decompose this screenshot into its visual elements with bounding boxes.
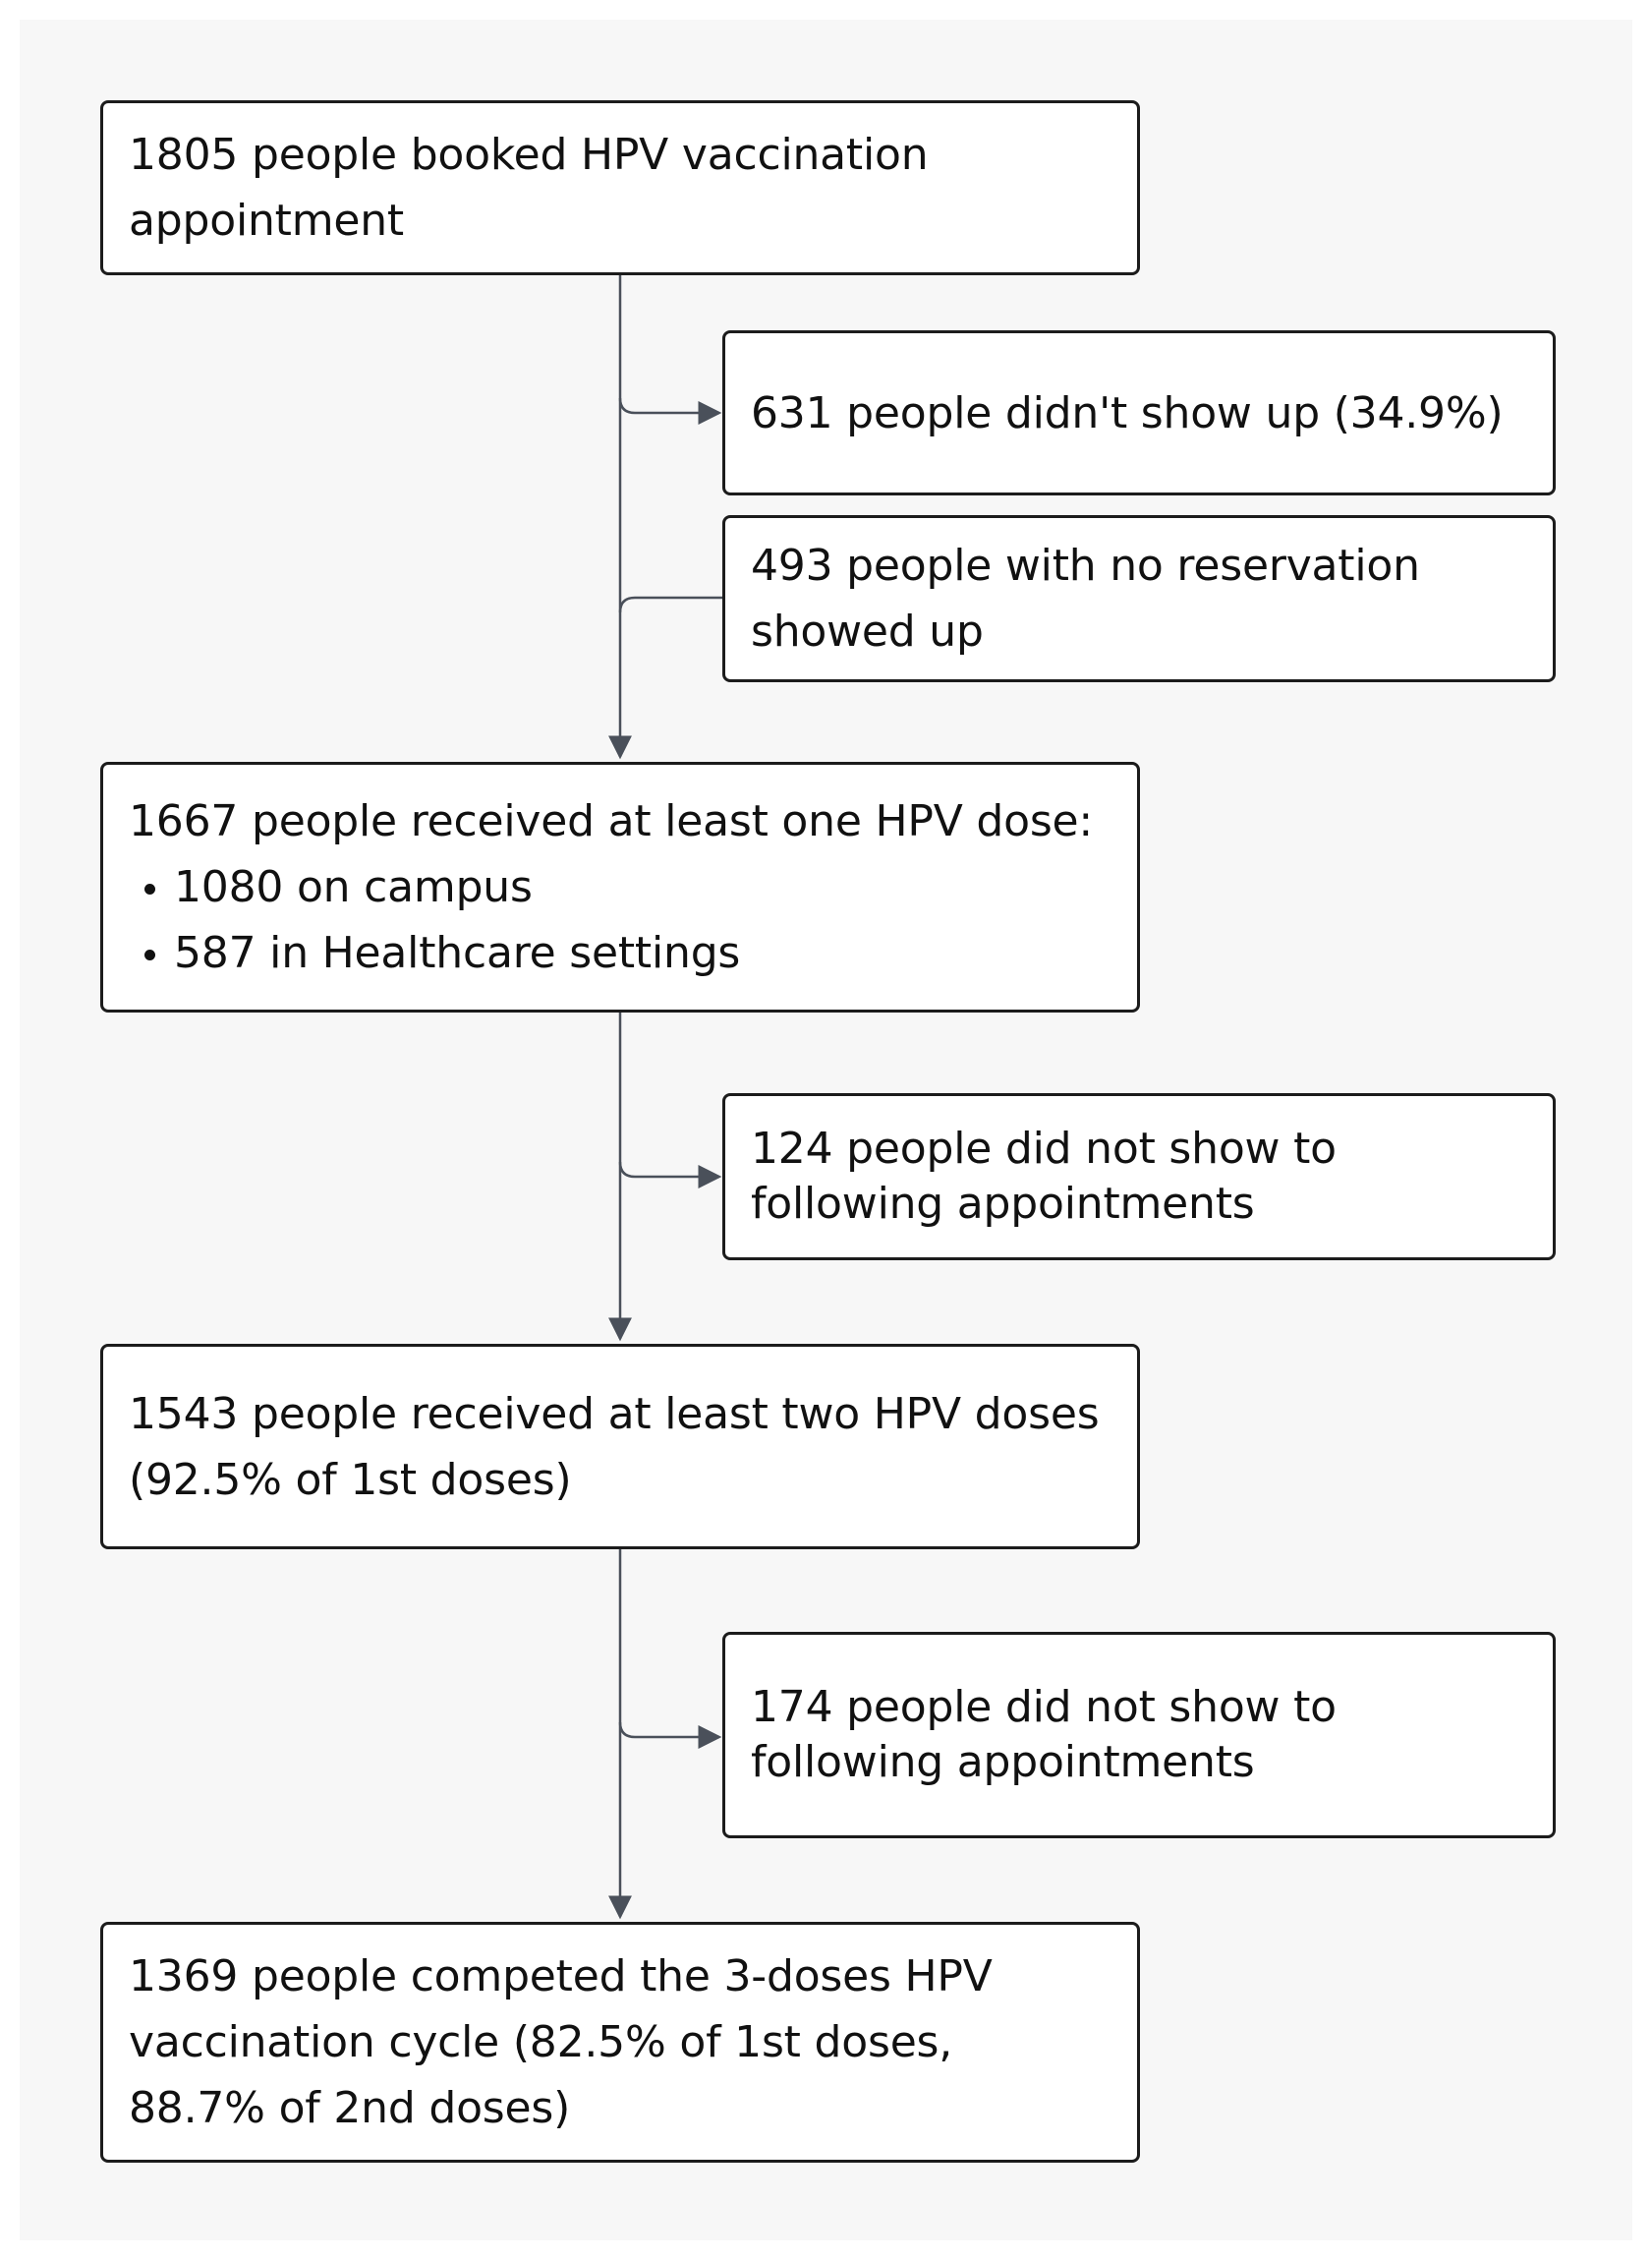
- connector-walk-ins-merge: [618, 596, 722, 613]
- booked-line-2: appointment: [129, 196, 404, 246]
- first-dose-heading: 1667 people received at least one HPV do…: [129, 796, 1094, 846]
- booked-box: 1805 people booked HPV vaccination appoi…: [100, 100, 1140, 275]
- no-show-first-line-1: 631 people didn't show up (34.9%): [751, 387, 1504, 438]
- connector-to-no-show-third: [618, 1721, 722, 1749]
- connector-to-no-show-first: [618, 397, 722, 425]
- completed-line-3: 88.7% of 2nd doses): [129, 2083, 571, 2133]
- walk-ins-line-1: 493 people with no reservation: [751, 541, 1420, 591]
- no-show-second-line-2: following appointments: [751, 1179, 1255, 1229]
- booked-line-1: 1805 people booked HPV vaccination: [129, 130, 929, 180]
- walk-ins-box: 493 people with no reservation showed up: [722, 515, 1556, 682]
- no-show-first-box: 631 people didn't show up (34.9%): [722, 330, 1556, 495]
- second-dose-line-1: 1543 people received at least two HPV do…: [129, 1388, 1100, 1439]
- no-show-third-line-2: following appointments: [751, 1737, 1255, 1787]
- completed-line-1: 1369 people competed the 3-doses HPV: [129, 1951, 993, 2001]
- first-dose-bullet-campus: 1080 on campus: [129, 854, 1111, 920]
- second-dose-line-2: (92.5% of 1st doses): [129, 1454, 572, 1505]
- no-show-third-line-1: 174 people did not show to: [751, 1682, 1337, 1732]
- first-dose-box: 1667 people received at least one HPV do…: [100, 762, 1140, 1013]
- completed-box: 1369 people competed the 3-doses HPV vac…: [100, 1922, 1140, 2163]
- completed-line-2: vaccination cycle (82.5% of 1st doses,: [129, 2017, 953, 2067]
- first-dose-breakdown: 1080 on campus 587 in Healthcare setting…: [129, 854, 1111, 986]
- no-show-third-box: 174 people did not show to following app…: [722, 1632, 1556, 1838]
- connector-to-no-show-second: [618, 1161, 722, 1188]
- second-dose-box: 1543 people received at least two HPV do…: [100, 1344, 1140, 1549]
- first-dose-bullet-healthcare: 587 in Healthcare settings: [129, 920, 1111, 986]
- walk-ins-line-2: showed up: [751, 607, 984, 657]
- no-show-second-box: 124 people did not show to following app…: [722, 1093, 1556, 1260]
- no-show-second-line-1: 124 people did not show to: [751, 1124, 1337, 1174]
